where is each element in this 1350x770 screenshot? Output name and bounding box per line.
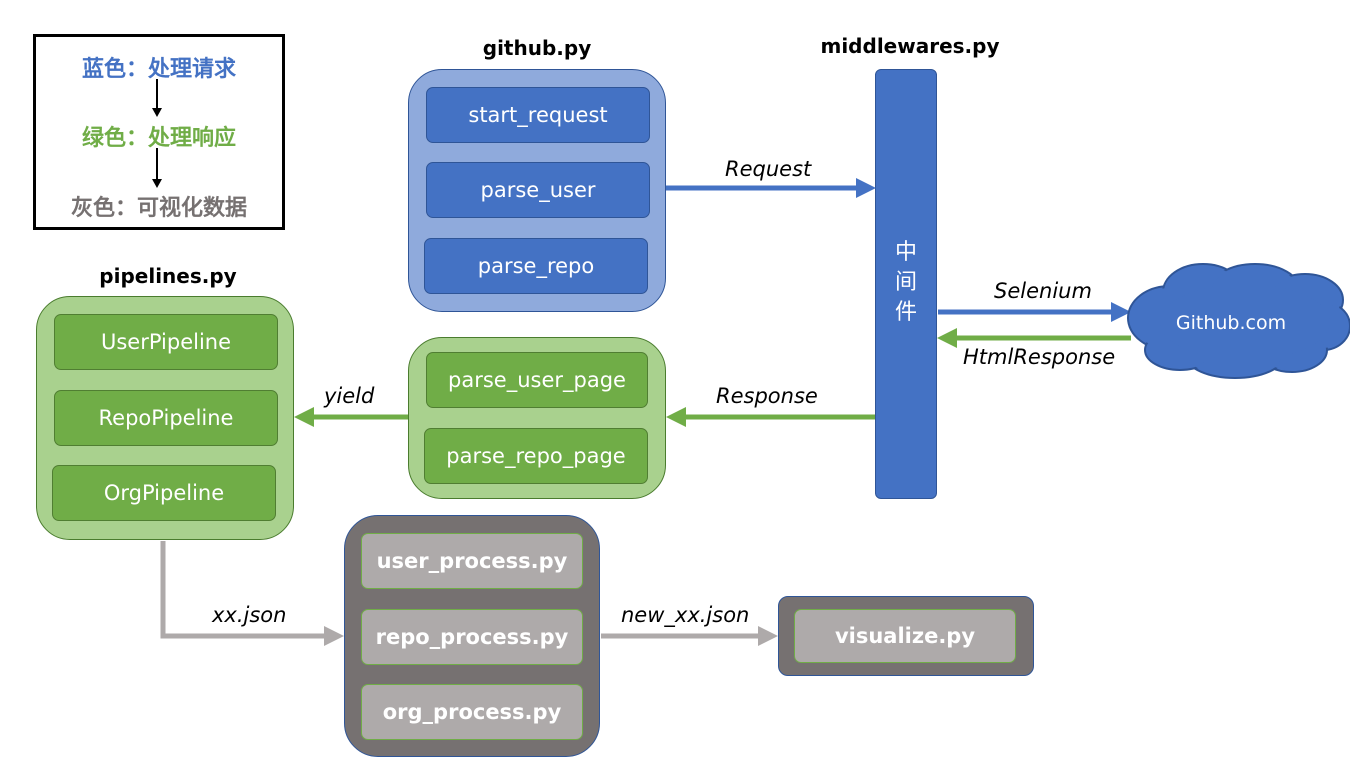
- legend-green-response: 绿色：处理响应: [81, 126, 236, 151]
- html-response-label: HtmlResponse: [963, 345, 1116, 369]
- html-response-arrow-head: [937, 328, 957, 348]
- xx-json-arrow: [160, 541, 326, 639]
- new-xx-json-arrow-head: [758, 626, 778, 646]
- repo-pipeline-node[interactable]: RepoPipeline: [54, 390, 278, 446]
- request-label: Request: [725, 157, 812, 181]
- xx-json-label: xx.json: [212, 603, 287, 627]
- parse-user-page-node[interactable]: parse_user_page: [426, 352, 648, 408]
- org-pipeline-node[interactable]: OrgPipeline: [52, 465, 276, 521]
- github-title: github.py: [482, 36, 592, 60]
- org-process-node[interactable]: org_process.py: [361, 684, 583, 740]
- parse-repo-node[interactable]: parse_repo: [424, 238, 648, 294]
- yield-arrow-head: [294, 407, 314, 427]
- xx-json-arrow-head: [324, 626, 344, 646]
- pipelines-title: pipelines.py: [99, 264, 237, 288]
- cloud-label: Github.com: [1176, 312, 1286, 334]
- legend-gray-visualize: 灰色：可视化数据: [70, 196, 247, 221]
- legend-arrow-line-1: [156, 79, 158, 109]
- user-process-node[interactable]: user_process.py: [361, 533, 583, 589]
- github-cloud[interactable]: Github.com: [1127, 263, 1350, 379]
- response-arrow-head: [666, 407, 686, 427]
- legend-arrow-head-2: [152, 179, 162, 188]
- parse-repo-page-node[interactable]: parse_repo_page: [424, 428, 648, 484]
- middleware-label: 中间件: [894, 240, 917, 325]
- legend-arrow-line-2: [156, 148, 158, 180]
- user-pipeline-node[interactable]: UserPipeline: [54, 314, 278, 370]
- selenium-arrow-head: [1111, 302, 1131, 322]
- request-arrow-head: [856, 178, 876, 198]
- response-label: Response: [716, 384, 818, 408]
- middleware-node[interactable]: 中间件: [875, 69, 937, 499]
- start-request-node[interactable]: start_request: [426, 87, 650, 143]
- legend: 蓝色：处理请求 绿色：处理响应 灰色：可视化数据: [33, 34, 285, 230]
- middlewares-title: middlewares.py: [820, 34, 1000, 58]
- legend-arrow-head-1: [152, 108, 162, 117]
- visualize-node[interactable]: visualize.py: [794, 609, 1016, 663]
- selenium-label: Selenium: [994, 279, 1092, 303]
- parse-user-node[interactable]: parse_user: [426, 162, 650, 218]
- yield-label: yield: [324, 384, 375, 408]
- legend-blue-request: 蓝色：处理请求: [81, 57, 236, 82]
- repo-process-node[interactable]: repo_process.py: [361, 609, 583, 665]
- new-xx-json-label: new_xx.json: [621, 603, 750, 627]
